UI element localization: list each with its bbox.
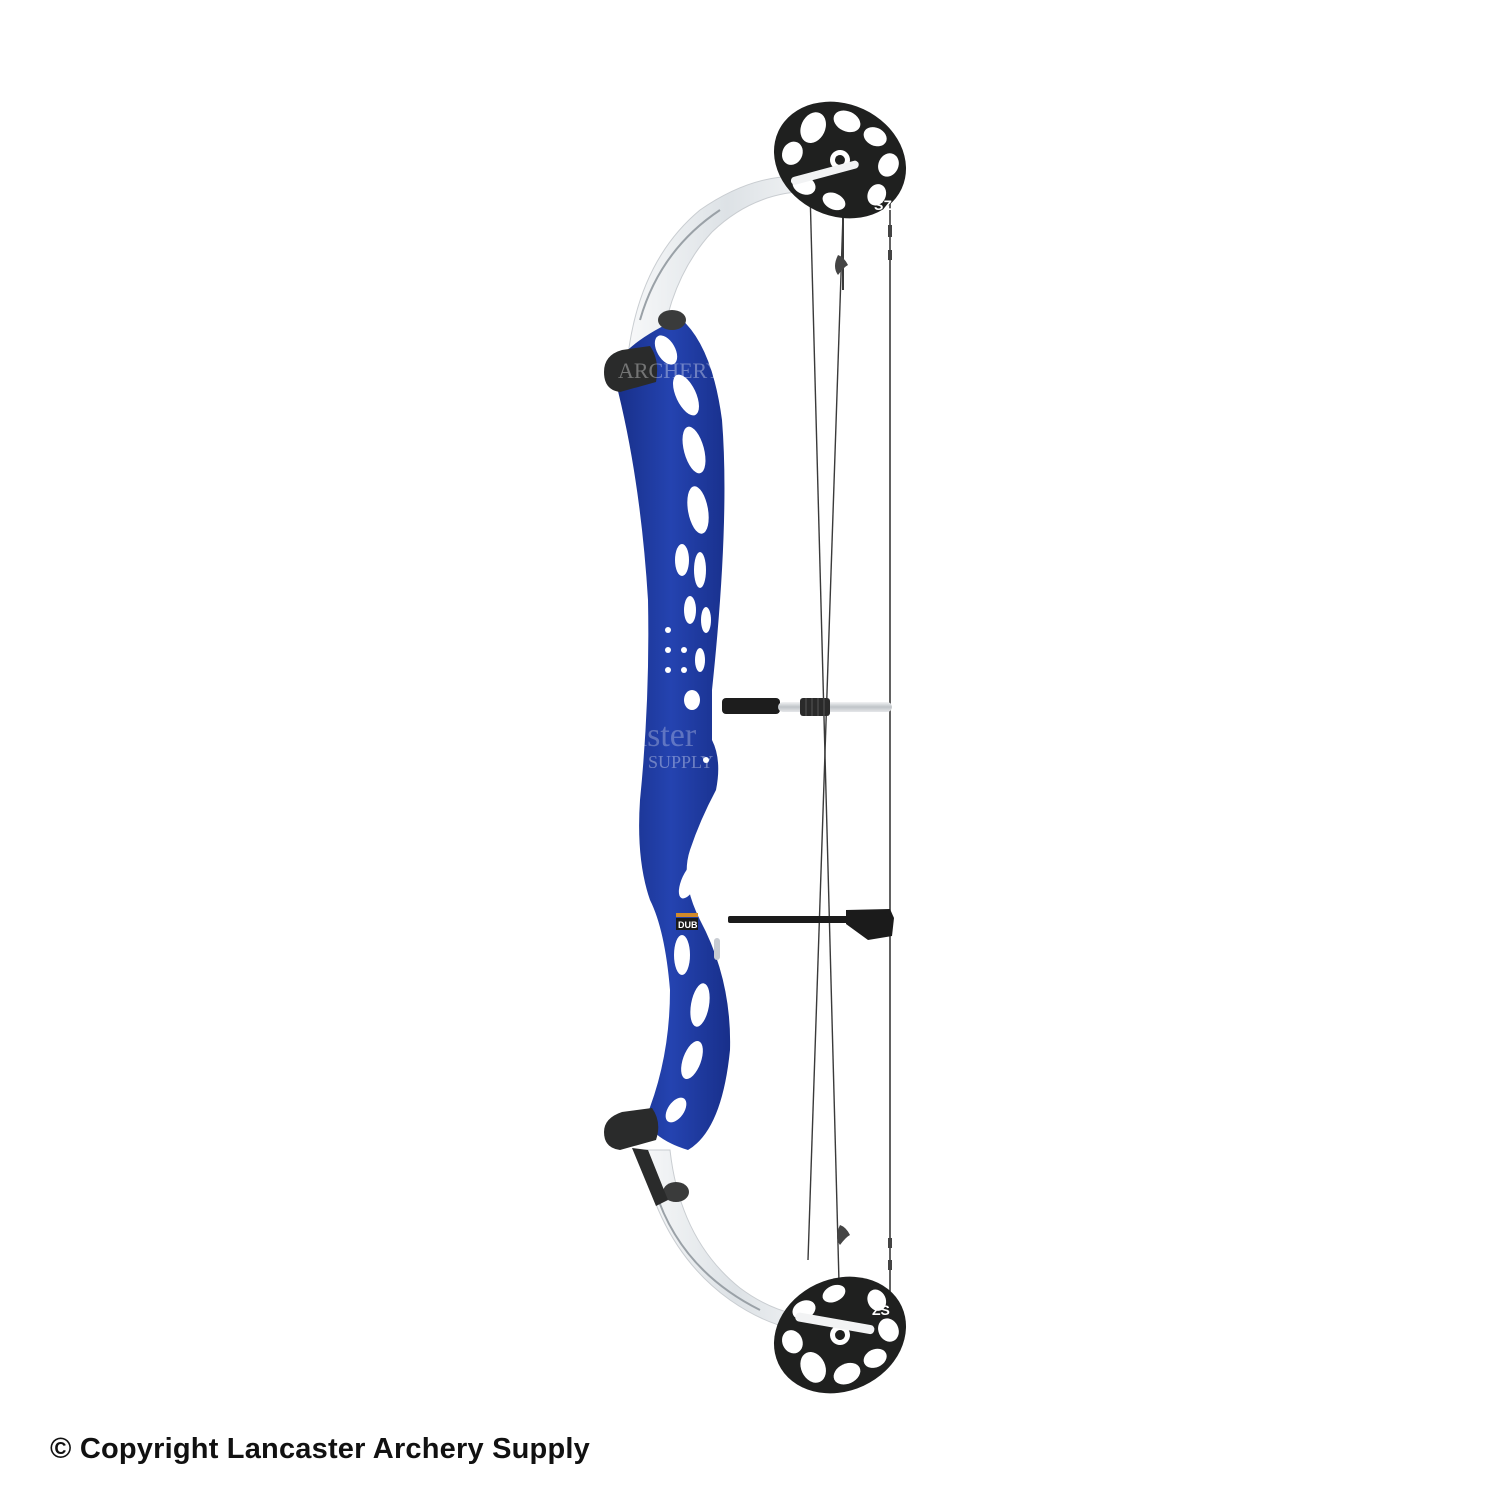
bottom-cam	[773, 1276, 907, 1394]
riser-cutouts	[654, 335, 711, 1123]
string-serving	[835, 225, 892, 1270]
bottom-cam-label: ZS	[872, 1302, 890, 1318]
watermark-supply: SUPPLY	[648, 752, 713, 772]
bow-strings	[807, 189, 891, 1321]
riser-badge: DUB	[678, 920, 698, 930]
copyright-notice: © Copyright Lancaster Archery Supply	[50, 1433, 590, 1465]
watermark-archery: ARCHERY	[618, 358, 722, 383]
top-cam	[773, 101, 907, 219]
limb-pockets	[604, 310, 689, 1206]
cable-guard	[722, 698, 892, 716]
top-cam-label: SZ	[874, 197, 892, 213]
watermark-aster: aster	[632, 717, 697, 754]
stabilizer-bar	[728, 909, 894, 940]
